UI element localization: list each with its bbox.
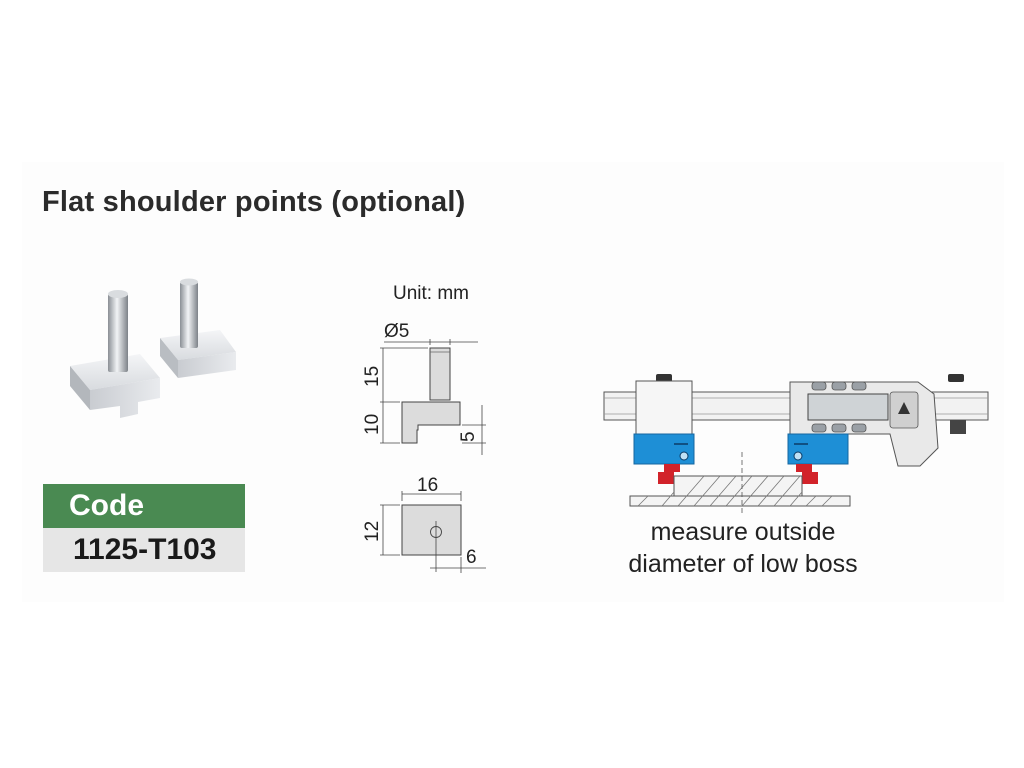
technical-drawing: Ø5 15 10 5 16 12 6 xyxy=(362,321,486,573)
code-header: Code xyxy=(43,484,245,528)
caption-line-1: measure outside xyxy=(650,518,836,546)
product-photo xyxy=(70,278,236,418)
caliper-illustration xyxy=(603,374,989,513)
caption-line-2: diameter of low boss xyxy=(628,550,858,578)
dim-pin-height: 15 xyxy=(362,366,383,387)
section-title: Flat shoulder points (optional) xyxy=(42,186,466,218)
dim-offset: 6 xyxy=(466,547,477,568)
unit-label: Unit: mm xyxy=(393,283,469,304)
code-value: 1125-T103 xyxy=(43,528,245,572)
dim-depth: 12 xyxy=(362,521,383,542)
dim-base-height: 10 xyxy=(362,414,383,435)
dim-diameter: Ø5 xyxy=(384,321,409,342)
code-table: Code 1125-T103 xyxy=(43,484,245,572)
dim-width: 16 xyxy=(417,475,438,496)
dim-step: 5 xyxy=(458,431,479,442)
